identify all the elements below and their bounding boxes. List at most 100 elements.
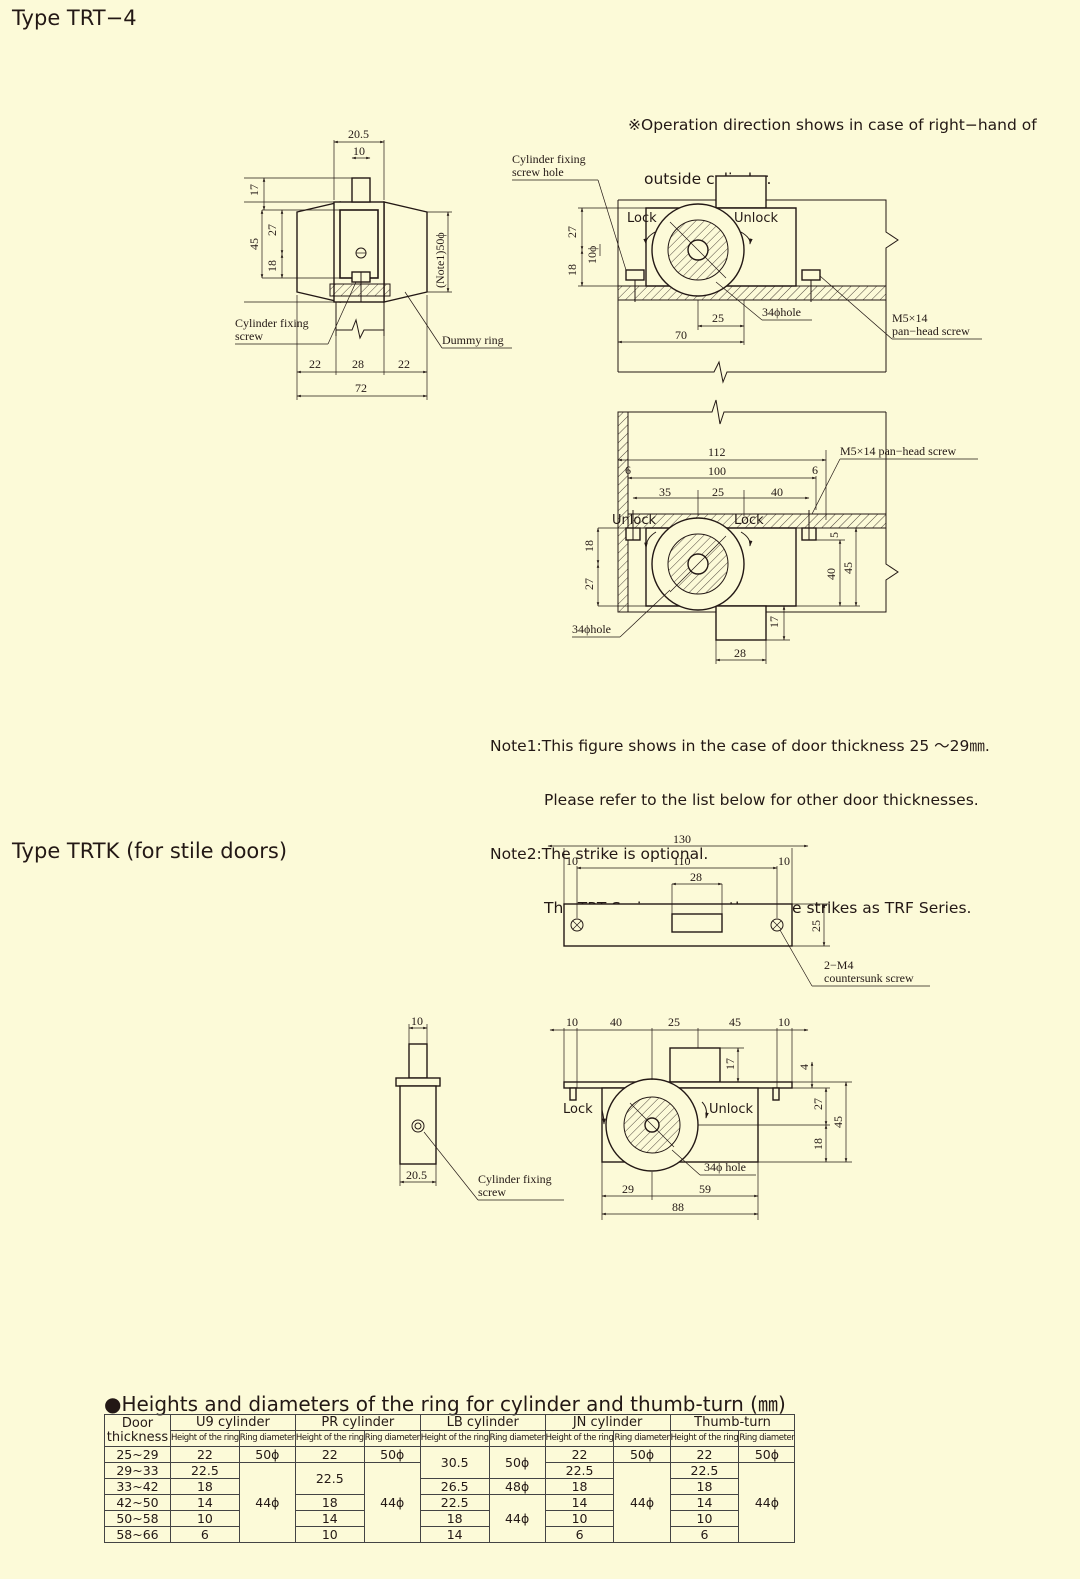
header-label: thickness xyxy=(106,1429,169,1445)
cell-tt-height: 10 xyxy=(669,1510,740,1527)
heading-trtk: Type TRTK (for stile doors) xyxy=(12,839,288,863)
trtk-side-view: 10 20.5 Cylinder fixing screw xyxy=(395,1014,564,1201)
note2-line1: Note2:The strike is optional. xyxy=(490,845,709,863)
dim-label: 17 xyxy=(247,184,261,196)
cell-pr-height: 14 xyxy=(294,1510,365,1527)
dim-label: 18 xyxy=(811,1138,825,1150)
table-row: 29~33 22.5 44ϕ 22.5 44ϕ 22.5 44ϕ 22.5 44… xyxy=(104,1462,796,1543)
cell-jn-height: 22 xyxy=(544,1446,615,1463)
dim-label: 40 xyxy=(610,1015,622,1029)
dim-label: 28 xyxy=(352,357,364,371)
cell-lb-height: 22.5 xyxy=(419,1494,490,1511)
group-header-pr: PR cylinder xyxy=(294,1414,421,1431)
lock-label: Lock xyxy=(563,1102,593,1117)
cell-jn-height: 6 xyxy=(544,1526,615,1543)
callout-label: Cylinder fixing xyxy=(512,152,586,166)
callout-label: Dummy ring xyxy=(442,333,504,347)
callout-label: Cylinder fixing xyxy=(478,1172,552,1186)
cell-lb-diam: 48ϕ xyxy=(488,1478,546,1495)
callout-label: screw hole xyxy=(512,165,564,179)
cell-jn-diam: 50ϕ xyxy=(613,1446,671,1463)
cell-u9-diam: 44ϕ xyxy=(238,1462,296,1543)
cell-pr-height: 18 xyxy=(294,1494,365,1511)
dim-label: 10 xyxy=(778,1015,790,1029)
cell-pr-height: 22.5 xyxy=(294,1462,365,1495)
dim-label: 10 xyxy=(353,144,365,158)
dim-label: 18 xyxy=(265,260,279,272)
dim-label: 5 xyxy=(827,532,841,538)
cell-jn-height: 14 xyxy=(544,1494,615,1511)
table-title: ●Heights and diameters of the ring for c… xyxy=(104,1392,786,1416)
dim-label: 28 xyxy=(690,870,702,884)
callout-label: pan−head screw xyxy=(892,324,970,338)
dim-label: 130 xyxy=(673,832,691,846)
table-row: 33~42 18 26.5 48ϕ 18 18 xyxy=(104,1478,795,1495)
callout-label: Cylinder fixing xyxy=(235,316,309,330)
dim-label: 27 xyxy=(811,1098,825,1110)
door-thickness-header: Door thickness xyxy=(104,1414,171,1447)
dim-label: 45 xyxy=(841,562,855,574)
dim-label: 70 xyxy=(675,328,687,342)
dim-label: 18 xyxy=(565,264,579,276)
dim-label: 27 xyxy=(565,226,579,238)
cell-jn-height: 22.5 xyxy=(544,1462,615,1479)
dim-label: 25 xyxy=(668,1015,680,1029)
cell-u9-height: 14 xyxy=(170,1494,240,1511)
trt4-top-right-view: Lock Unlock 27 10ϕ 18 25 70 Cylinder fix… xyxy=(512,152,982,384)
cell-lb-height: 18 xyxy=(419,1510,490,1527)
dim-label: 40 xyxy=(824,568,838,580)
unlock-label: Unlock xyxy=(612,513,656,528)
cell-jn-height: 18 xyxy=(544,1478,615,1495)
dim-label: 72 xyxy=(355,381,367,395)
dim-label: 110 xyxy=(673,854,691,868)
dim-label: 17 xyxy=(767,616,781,628)
cell-jn-height: 10 xyxy=(544,1510,615,1527)
cell-tt-height: 14 xyxy=(669,1494,740,1511)
dim-label: 45 xyxy=(247,238,261,250)
dim-label: 59 xyxy=(699,1182,711,1196)
dim-label: 4 xyxy=(797,1064,811,1070)
callout-label: 2−M4 xyxy=(824,958,853,972)
group-header-thumb-turn: Thumb-turn xyxy=(669,1414,796,1431)
dim-label: 10 xyxy=(411,1014,423,1028)
subheader-height: Height of the ring xyxy=(170,1430,240,1447)
dim-label: 25 xyxy=(712,311,724,325)
subheader-diameter: Ring diameter xyxy=(738,1430,796,1447)
dim-label: 40 xyxy=(771,485,783,499)
subheader-diameter: Ring diameter xyxy=(613,1430,671,1447)
callout-label: screw xyxy=(478,1185,506,1199)
cell-lb-diam: 50ϕ xyxy=(488,1446,546,1479)
callout-label: M5×14 pan−head screw xyxy=(840,444,957,458)
dim-label: 27 xyxy=(265,224,279,236)
table-row: 50~58 10 14 18 10 10 xyxy=(104,1510,795,1527)
subheader-diameter: Ring diameter xyxy=(488,1430,546,1447)
dim-label: 17 xyxy=(723,1058,737,1070)
cell-u9-height: 18 xyxy=(170,1478,240,1495)
cell-door-thickness: 42~50 xyxy=(104,1494,171,1511)
subheader-height: Height of the ring xyxy=(669,1430,740,1447)
table-row: 58~66 6 10 14 6 6 xyxy=(104,1526,795,1543)
operation-note: ※Operation direction shows in case of ri… xyxy=(628,80,1037,206)
cell-door-thickness: 50~58 xyxy=(104,1510,171,1527)
cell-pr-diam: 44ϕ xyxy=(363,1462,421,1543)
dim-label: 25 xyxy=(809,920,823,932)
dim-label: 35 xyxy=(659,485,671,499)
cell-tt-height: 18 xyxy=(669,1478,740,1495)
cell-pr-diam: 50ϕ xyxy=(363,1446,421,1463)
dim-label: 22 xyxy=(398,357,410,371)
note1-line1: Note1:This figure shows in the case of d… xyxy=(490,737,990,755)
lock-label: Lock xyxy=(734,513,764,528)
cell-tt-height: 6 xyxy=(669,1526,740,1543)
dim-label: 27 xyxy=(582,578,596,590)
operation-note-line1: ※Operation direction shows in case of ri… xyxy=(628,116,1037,134)
group-header-u9: U9 cylinder xyxy=(170,1414,296,1431)
callout-label: 34ϕ hole xyxy=(704,1160,746,1174)
dim-label: 29 xyxy=(622,1182,634,1196)
dim-label: 28 xyxy=(734,646,746,660)
dim-label: 100 xyxy=(708,464,726,478)
group-header-lb: LB cylinder xyxy=(419,1414,546,1431)
group-header-jn: JN cylinder xyxy=(544,1414,671,1431)
cell-tt-height: 22 xyxy=(669,1446,740,1463)
cell-door-thickness: 25~29 xyxy=(104,1446,171,1463)
dim-label: 18 xyxy=(582,540,596,552)
